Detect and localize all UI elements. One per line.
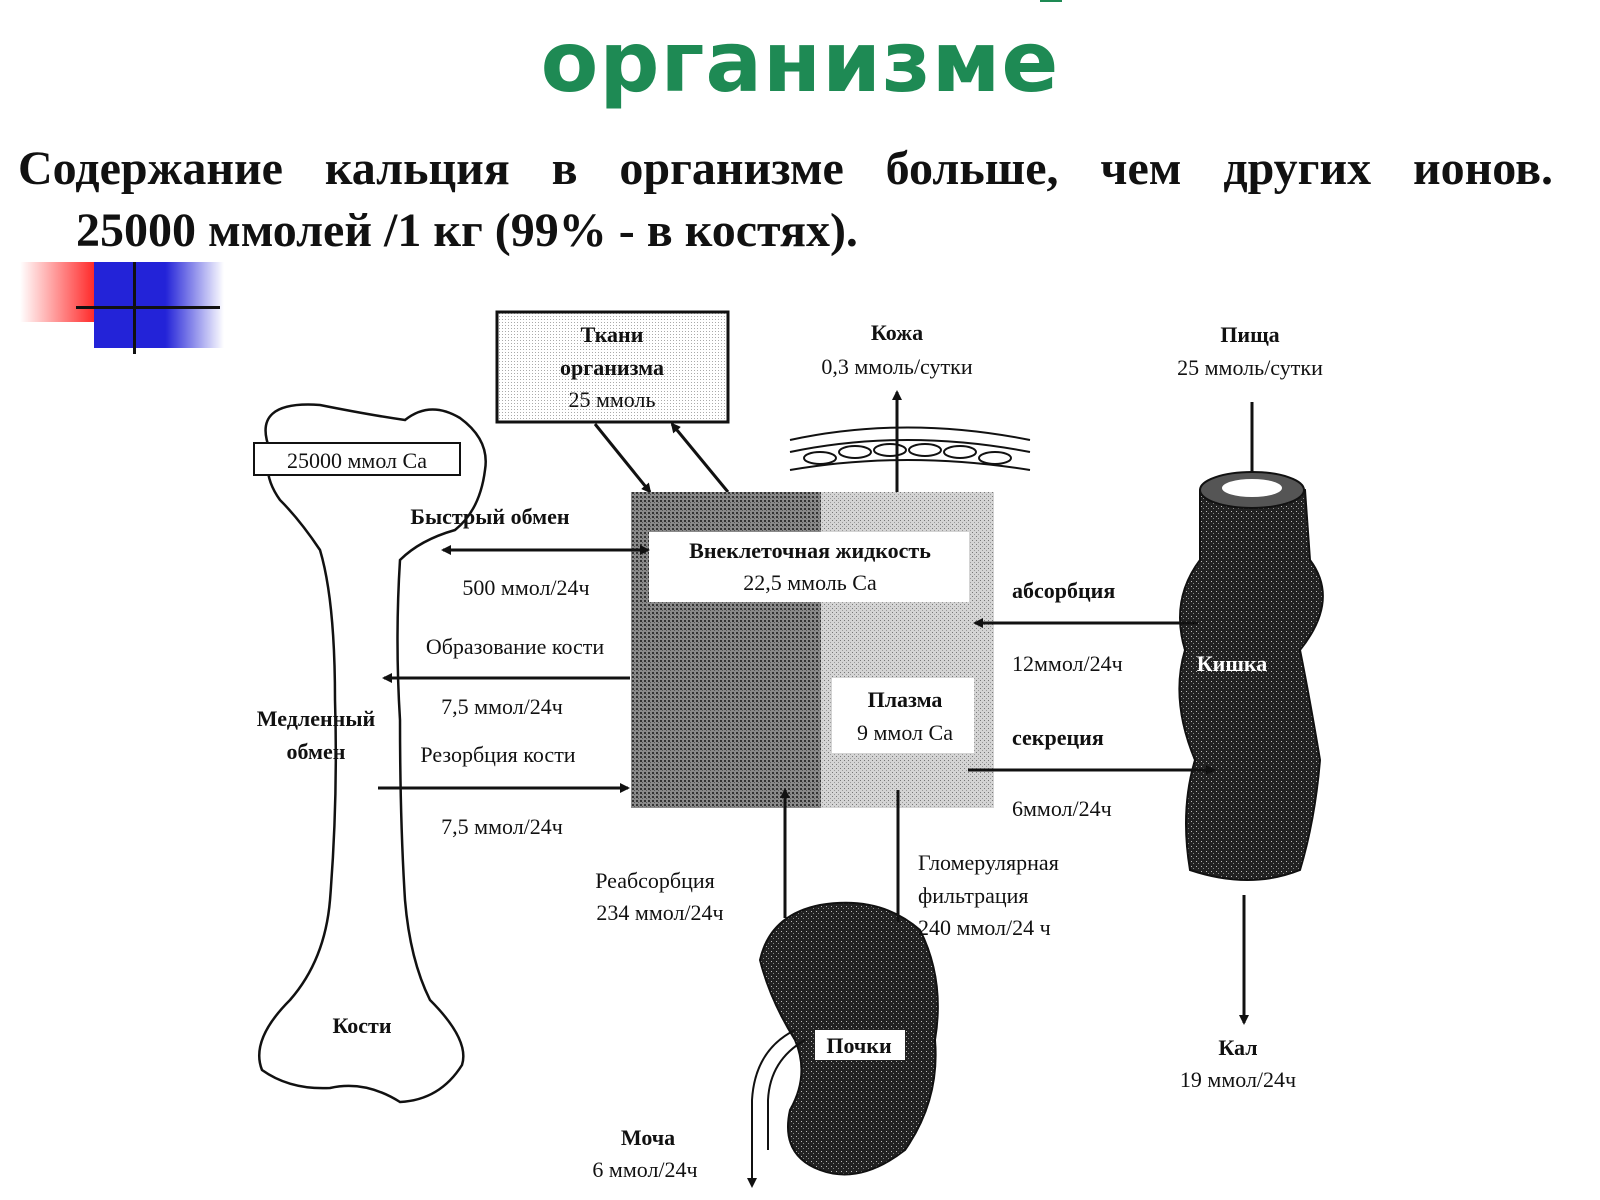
food-label: Пища xyxy=(1220,322,1279,347)
reabsorption-label: Реабсорбция xyxy=(595,868,715,893)
kidneys-label-box xyxy=(815,1030,905,1060)
urine-value: 6 ммол/24ч xyxy=(592,1157,697,1182)
secretion-value: 6ммол/24ч xyxy=(1012,796,1112,821)
slow-exchange-label-2: обмен xyxy=(287,739,346,764)
bone-ca-box xyxy=(253,442,461,476)
absorption-value: 12ммол/24ч xyxy=(1012,651,1123,676)
bones-label: Кости xyxy=(332,1013,391,1038)
tissues-label-2: организма xyxy=(560,355,664,380)
plasma-value: 9 ммол Са xyxy=(857,720,953,745)
urine-label: Моча xyxy=(621,1125,675,1150)
bone-ca-value: 25000 ммол Са xyxy=(287,448,427,473)
ecf-label: Внеклеточная жидкость xyxy=(689,538,931,563)
feces-label: Кал xyxy=(1218,1035,1257,1060)
tissues-value: 25 ммоль xyxy=(568,387,655,412)
feces-value: 19 ммол/24ч xyxy=(1180,1067,1296,1092)
bone-icon xyxy=(258,403,487,1104)
arrow-tissues-to-ecf xyxy=(593,423,652,494)
skin-layer-icon xyxy=(789,426,1031,471)
intestine-label: Кишка xyxy=(1197,651,1268,676)
intro-line-2: 25000 ммолей /1 кг (99% - в костях). xyxy=(76,204,858,257)
glomerular-label-2: фильтрация xyxy=(918,883,1029,908)
intro-line-1: Содержание кальция в организме больше, ч… xyxy=(18,142,1553,195)
glomerular-value: 240 ммол/24 ч xyxy=(918,915,1051,940)
secretion-label: секреция xyxy=(1012,725,1104,750)
slow-exchange-label: Медленный xyxy=(257,706,376,731)
skin-value: 0,3 ммоль/сутки xyxy=(821,354,972,379)
arrow-ecf-to-tissues xyxy=(670,422,730,493)
reabsorption-value: 234 ммол/24ч xyxy=(596,900,723,925)
ecf-value: 22,5 ммоль Са xyxy=(743,570,877,595)
glomerular-label: Гломерулярная xyxy=(918,850,1059,875)
page-title: организме xyxy=(0,20,1600,104)
title-text: организме xyxy=(540,13,1060,111)
tissues-box xyxy=(495,310,730,424)
tissues-label: Ткани xyxy=(581,322,644,347)
ecf-label-box xyxy=(649,532,969,602)
intestine-icon xyxy=(1178,479,1324,881)
plasma-label: Плазма xyxy=(868,687,943,712)
bone-formation-label: Образование кости xyxy=(426,634,605,659)
plasma-box xyxy=(832,678,974,753)
bone-formation-value: 7,5 ммол/24ч xyxy=(441,694,563,719)
bullet-ornament-icon xyxy=(20,262,224,354)
food-value: 25 ммоль/сутки xyxy=(1177,355,1323,380)
bone-resorption-value: 7,5 ммол/24ч xyxy=(441,814,563,839)
fast-exchange-label: Быстрый обмен xyxy=(410,504,569,529)
kidneys-label: Почки xyxy=(826,1033,892,1058)
title-fragment xyxy=(1040,0,1062,2)
absorption-label: абсорбция xyxy=(1012,578,1115,603)
bone-resorption-label: Резорбция кости xyxy=(420,742,575,767)
fast-exchange-value: 500 ммол/24ч xyxy=(462,575,589,600)
skin-label: Кожа xyxy=(871,320,923,345)
